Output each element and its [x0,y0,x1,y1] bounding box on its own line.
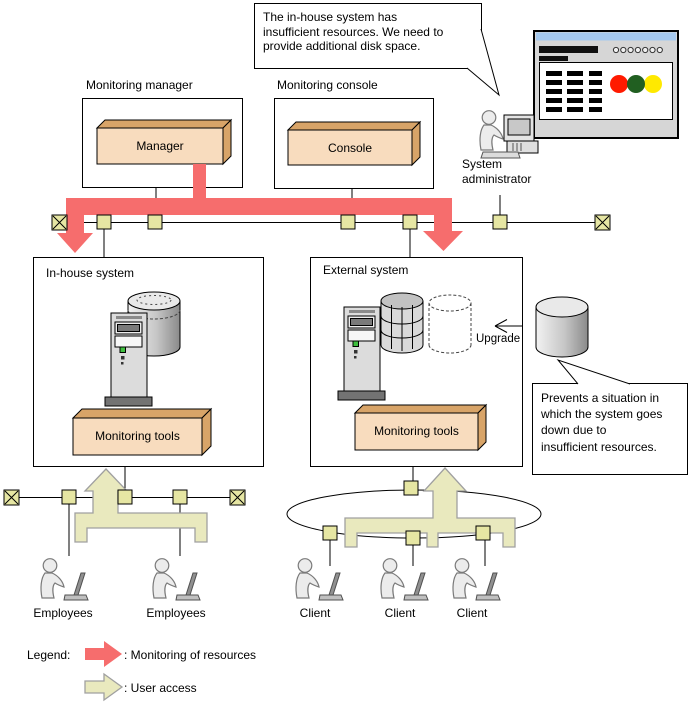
external-server-icon [336,305,387,402]
system-administrator-icon [479,110,539,159]
client-icon-1 [295,558,344,601]
bus-connectors [3,214,611,546]
monitoring-manager-label: Monitoring manager [86,78,193,92]
legend-label: Legend: [27,648,71,662]
external-disk-array-cylinder [380,292,424,354]
client-label-1: Client [299,606,331,620]
manager-3d-box [95,118,233,166]
keyboard-icon [480,151,521,159]
monitoring-console-label: Monitoring console [277,78,378,92]
prevents-note-text: Prevents a situation in which the system… [541,391,663,454]
screen-text-rows [546,71,602,112]
client-icon-3 [452,558,501,601]
external-monitoring-tools-label: Monitoring tools [374,424,459,438]
monitor-window [533,30,679,139]
inhouse-system-label: In-house system [46,266,135,280]
legend-yellow-arrow-icon [84,673,123,701]
legend-item-user-access: : User access [124,681,197,695]
user-access-arrow-external [344,467,516,548]
main-network-bus [60,187,602,257]
window-titlebar [536,32,676,41]
external-system-label: External system [323,263,409,277]
upgrade-label: Upgrade [476,333,521,345]
client-label-2: Client [384,606,416,620]
external-monitoring-tools-box [353,403,488,452]
inhouse-monitoring-tools-label: Monitoring tools [95,429,180,443]
additional-disk-cylinder [535,296,589,358]
admin-speech-bubble [254,3,500,97]
employees-label-1: Employees [33,606,93,620]
inhouse-server-icon [103,311,154,408]
manager-box-label: Manager [136,139,184,153]
status-lights-icon [610,75,662,93]
admin-speech-text: The in-house system has insufficient res… [263,10,444,54]
window-toolbar-buttons [612,46,663,54]
legend-red-arrow-icon [85,641,122,667]
prevents-callout [532,358,688,475]
employee-icon-2 [152,558,201,601]
monitoring-flow-arrow [57,164,463,253]
system-administrator-label: System administrator [462,157,532,186]
console-3d-box [286,120,422,167]
employee-icon-1 [40,558,89,601]
client-icon-2 [380,558,429,601]
client-label-3: Client [456,606,488,620]
console-box-label: Console [327,141,373,155]
inhouse-monitoring-tools-box [71,407,213,457]
employees-label-2: Employees [146,606,206,620]
legend-item-monitoring: : Monitoring of resources [124,648,257,662]
upgrade-arrow [494,319,522,333]
user-access-arrow-inhouse [74,468,208,543]
planned-disk-dashed-cylinder [428,294,472,354]
